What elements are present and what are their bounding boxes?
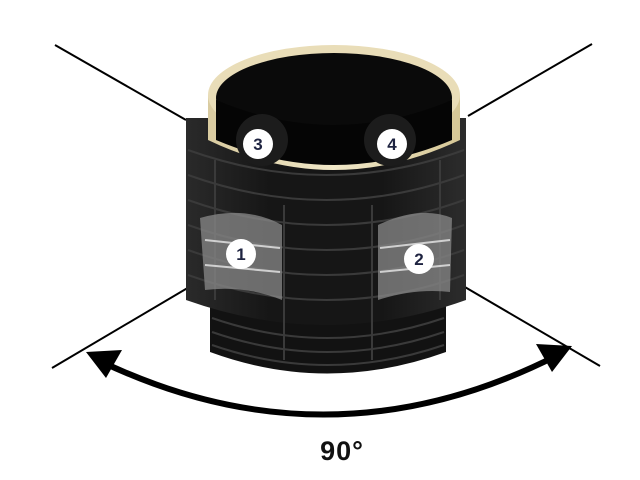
guide-lines [51, 43, 601, 369]
port-badge-4: 4 [377, 129, 407, 159]
guide-line-bottom-left [51, 282, 197, 369]
guide-line-top-left [54, 44, 187, 121]
shaft-body [186, 45, 466, 374]
rotation-arrow [86, 344, 572, 418]
port-label-1: 1 [236, 245, 245, 264]
port-label-3: 3 [253, 135, 262, 154]
rotation-angle-label: 90° [320, 436, 364, 466]
port-label-4: 4 [387, 135, 397, 154]
body-ribs [187, 149, 465, 366]
port-badge-3: 3 [243, 129, 273, 159]
port-label-2: 2 [414, 250, 423, 269]
guide-line-top-right [467, 43, 593, 117]
port-badge-1: 1 [226, 239, 256, 269]
arrowhead-right [536, 344, 572, 372]
port-badge-2: 2 [404, 244, 434, 274]
guide-line-bottom-right [457, 282, 601, 367]
arrowhead-left [86, 350, 122, 378]
